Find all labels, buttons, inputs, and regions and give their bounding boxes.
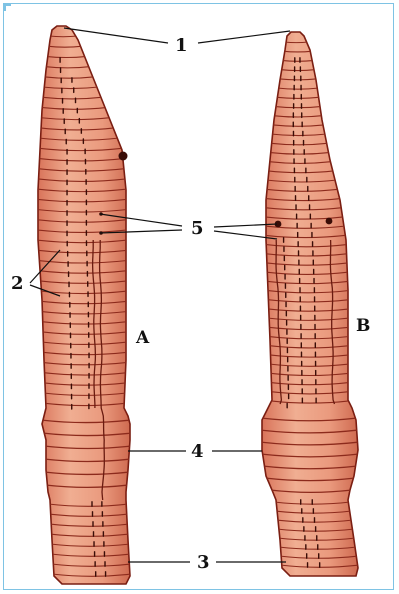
label-worm-a: A — [135, 328, 150, 348]
worm-a-body — [38, 26, 130, 584]
label-4: 4 — [191, 441, 204, 462]
leader-1b — [198, 31, 290, 43]
label-3: 3 — [197, 552, 210, 573]
worm-b-pore — [326, 218, 333, 225]
worm-b — [260, 32, 360, 576]
label-5: 5 — [191, 218, 204, 239]
label-2: 2 — [11, 273, 24, 294]
label-worm-b: B — [356, 316, 370, 336]
worm-a-pore — [119, 152, 128, 161]
worm-b-segment-ring — [284, 42, 308, 43]
worm-b-body — [262, 32, 358, 576]
label-1: 1 — [175, 35, 188, 56]
leader-1a — [64, 28, 168, 43]
worm-a — [36, 26, 132, 584]
